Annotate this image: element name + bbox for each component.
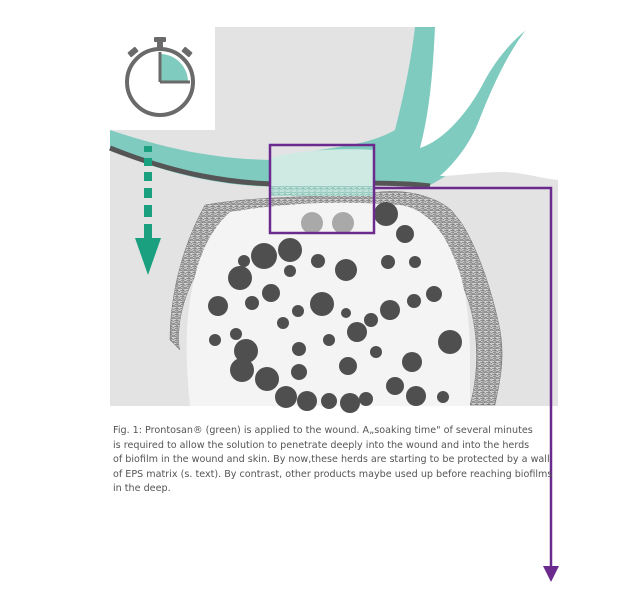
biofilm-dot xyxy=(284,265,296,277)
callout-line xyxy=(374,186,553,568)
caption-line: is required to allow the solution to pen… xyxy=(113,439,530,451)
biofilm-dot xyxy=(292,305,304,317)
biofilm-dot xyxy=(374,202,398,226)
stopwatch-icon xyxy=(125,37,195,117)
penetration-arrow-icon xyxy=(135,146,161,275)
biofilm-dot xyxy=(238,255,250,267)
biofilm-dot xyxy=(251,243,277,269)
biofilm-dot xyxy=(335,259,357,281)
biofilm-dot xyxy=(396,225,414,243)
treated-biofilm-dot xyxy=(301,212,323,234)
biofilm-dot xyxy=(297,391,317,411)
biofilm-dot xyxy=(234,339,258,363)
biofilm-dot xyxy=(341,308,351,318)
callout-arrow-icon xyxy=(543,566,559,582)
biofilm-dot xyxy=(262,284,280,302)
biofilm-dot xyxy=(402,352,422,372)
caption-line: in the deep. xyxy=(113,483,171,495)
penetration-zone xyxy=(270,149,374,191)
skin-fold-3 xyxy=(420,27,530,148)
biofilm-dot xyxy=(292,342,306,356)
biofilm-dot xyxy=(381,255,395,269)
biofilm-dot xyxy=(230,328,242,340)
biofilm-dot xyxy=(230,358,254,382)
biofilm-dot xyxy=(278,238,302,262)
biofilm-dot xyxy=(245,296,259,310)
eps-highlight xyxy=(270,186,374,196)
biofilm-dot xyxy=(323,334,335,346)
biofilm-dot xyxy=(209,334,221,346)
biofilm-dot xyxy=(437,391,449,403)
biofilm-dot xyxy=(291,364,307,380)
skin-fold xyxy=(440,27,558,180)
caption-line: of EPS matrix (s. text). By contrast, ot… xyxy=(113,468,553,480)
biofilm-dot xyxy=(340,393,360,413)
caption-line: of biofilm in the wound and skin. By now… xyxy=(113,454,550,466)
biofilm-dot xyxy=(409,256,421,268)
biofilm-dot xyxy=(347,322,367,342)
biofilm-dot xyxy=(407,294,421,308)
biofilm-dot xyxy=(277,317,289,329)
biofilm-dot xyxy=(275,386,297,408)
biofilm-dot xyxy=(380,300,400,320)
biofilm-dot xyxy=(321,393,337,409)
biofilm-dot xyxy=(370,346,382,358)
biofilm-dot xyxy=(359,392,373,406)
biofilm-dot xyxy=(310,292,334,316)
biofilm-dot xyxy=(438,330,462,354)
biofilm-dot xyxy=(228,266,252,290)
biofilm-dot xyxy=(311,254,325,268)
biofilm-dot xyxy=(339,357,357,375)
biofilm-dot xyxy=(364,313,378,327)
biofilm-dot xyxy=(386,377,404,395)
treated-biofilm-dot xyxy=(332,212,354,234)
biofilm-dot xyxy=(406,386,426,406)
figure-caption: Fig. 1: Prontosan® (green) is applied to… xyxy=(113,424,553,497)
biofilm-dot xyxy=(208,296,228,316)
biofilm-dots xyxy=(208,202,462,413)
caption-line: Fig. 1: Prontosan® (green) is applied to… xyxy=(113,425,533,436)
biofilm-dot xyxy=(255,367,279,391)
biofilm-dot xyxy=(426,286,442,302)
